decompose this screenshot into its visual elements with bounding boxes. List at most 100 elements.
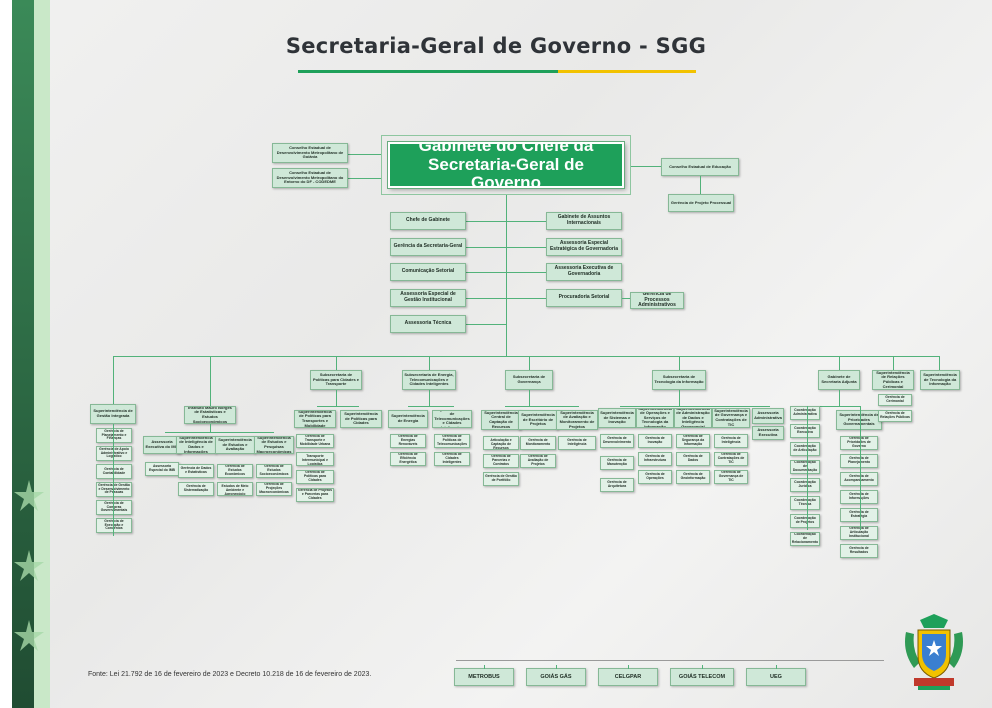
left-stripe-light: [34, 0, 50, 708]
gestao-subunit: Gerência de Execução e Convênios: [96, 518, 132, 533]
cidades-subunit: Gerência de Transporte e Mobilidade Urba…: [296, 434, 334, 448]
adjunta-subunit: Gerência de Acompanhamento: [840, 472, 878, 486]
governanca-subunit: Gerência de Parcerias e Contratos: [483, 454, 519, 468]
ti-superintendency: Superintendência de Operações e Serviços…: [636, 408, 674, 428]
energia-subunit: Gerência de Energias Renováveis: [390, 434, 426, 448]
sector-attorney-box: Procuradoria Setorial: [546, 289, 622, 307]
ti-subunit: Gerência de Infraestrutura: [638, 452, 672, 466]
governanca-subunit: Gerência de Inteligência: [558, 436, 596, 450]
procedural-project-management-box: Gerência de Projeto Processual: [668, 194, 734, 212]
company-celgpar: CELGPAR: [598, 665, 658, 686]
ti-subunit: Gerência de Arquitetura: [600, 478, 634, 492]
gestao-subunit: Gerência de Apoio Administrativo e Logís…: [96, 446, 132, 461]
ti-subunit: Gerência de Geoinformação: [676, 470, 710, 484]
rp-subunit: Gerência de Cerimonial: [878, 394, 912, 406]
rp-subunit: Gerência de Relações Públicas: [878, 410, 912, 422]
company-goias-telecom: GOIÁS TELECOM: [670, 665, 734, 686]
chief-office-box: Gabinete do Chefe da Secretaria-Geral de…: [388, 142, 624, 188]
ti-subunit: Gerência de Manutenção: [600, 456, 634, 470]
unit-energia-telecom: Subsecretaria de Energia, Telecomunicaçõ…: [402, 370, 456, 390]
adjunta-coordination: Coordenação de Projetos: [790, 514, 820, 528]
source-note: Fonte: Lei 21.792 de 16 de fevereiro de …: [88, 671, 372, 678]
governanca-subunit: Gerência de Gestão de Portfólio: [483, 472, 519, 486]
executive-advisory-box: Assessoria Executiva de Governadoria: [546, 263, 622, 281]
adjunta-subunit: Gerência de Planejamento: [840, 454, 878, 468]
adjunta-subunit: Gerência de Estratégia: [840, 508, 878, 522]
adjunta-subunit: Gerência de Informações: [840, 490, 878, 504]
governanca-superintendency: Superintendência de Escritório de Projet…: [518, 410, 558, 430]
imb-subunit: Gerência de Estudos Socioeconômicos: [256, 464, 292, 478]
adjunta-subunit: Gerência de Resultados: [840, 544, 878, 558]
adjunta-coordination: Coordenação Administrativa: [790, 406, 820, 420]
ti-subunit: Gerência de Operações: [638, 470, 672, 484]
ti-subunit: Gerência de Contratações de TIC: [714, 452, 748, 466]
unit-cidades-transporte: Subsecretaria de Políticas para Cidades …: [310, 370, 362, 390]
company-metrobus: METROBUS: [454, 665, 514, 686]
imb-macro-superintendency: Superintendência de Estudos e Pesquisas …: [254, 436, 294, 454]
international-affairs-box: Gabinete de Assuntos Internacionais: [546, 212, 622, 230]
adjunta-coordination: Coordenação de Relacionamento: [790, 532, 820, 546]
ti-superintendency: Superintendência de Administração de Dad…: [674, 408, 712, 428]
energia-superintendency: Superintendência de Energia: [388, 410, 428, 428]
unit-tecnologia-informacao: Subsecretaria de Tecnologia da Informaçã…: [652, 370, 706, 390]
unit-imb: Instituto Mauro Borges de Estatísticas e…: [184, 406, 236, 424]
star-decoration-icon: [14, 480, 44, 651]
goias-coat-of-arms-icon: [905, 614, 963, 690]
governanca-subunit: Gerência de Monitoramento: [520, 436, 556, 450]
cidades-superintendency: Superintendência de Políticas para Cidad…: [340, 410, 382, 428]
chief-office-frame: [381, 135, 631, 195]
gestao-subunit: Gerência de Planejamento e Finanças: [96, 428, 132, 443]
unit-gestao-integrada: Superintendência de Gestão Integrada: [90, 404, 136, 424]
energia-subunit: Gerência de Políticas de Telecomunicaçõe…: [434, 434, 470, 448]
ti-subunit: Gerência de Inteligência: [714, 434, 748, 448]
page-title: Secretaria-Geral de Governo - SGG: [285, 34, 707, 58]
adjunta-coordination: Coordenação de Articulação: [790, 442, 820, 456]
ti-superintendency: Superintendência de Sistemas e Inovação: [598, 408, 636, 428]
chief-of-staff-box: Chefe de Gabinete: [390, 212, 466, 230]
energia-subunit: Gerência de Eficiência Energética: [390, 452, 426, 466]
unit-secretaria-adjunta: Gabinete de Secretaria Adjunta: [818, 370, 860, 390]
cidades-subunit: Gerência de Transporte Intermunicipal e …: [296, 452, 334, 466]
governanca-subunit: Gerência de Articulação e Captação de Re…: [483, 436, 519, 450]
cidades-subunit: Gerência de Projetos e Parcerias para Ci…: [296, 488, 334, 502]
energia-subunit: Gerência de Cidades Inteligentes: [434, 452, 470, 466]
ti-subunit: Gerência de Segurança da Informação: [676, 434, 710, 448]
general-secretariat-management-box: Gerência da Secretaria-Geral: [390, 238, 466, 256]
ti-subunit: Gerência de Governança de TIC: [714, 470, 748, 484]
ti-superintendency: Superintendência de Governança e Contrat…: [712, 408, 750, 428]
imb-subunit: Gerência de Estudos de Meio Ambiente e A…: [217, 482, 253, 496]
title-underline-yellow: [558, 70, 696, 73]
adjunta-coordination: Coordenação Executiva: [790, 424, 820, 438]
institutional-management-advisory-box: Assessoria Especial de Gestão Institucio…: [390, 289, 466, 307]
title-underline-green: [298, 70, 558, 73]
company-goias-gas: GOIÁS GÁS: [526, 665, 586, 686]
metropolitan-council-entorno-box: Conselho Estadual de Desenvolvimento Met…: [272, 168, 348, 188]
governanca-superintendency: Superintendência Central de Captação de …: [481, 410, 521, 430]
imb-subunit: Gerência de Dados e Estatísticas: [178, 464, 214, 478]
sector-communication-box: Comunicação Setorial: [390, 263, 466, 281]
ti-administrative-advisory: Assessoria Administrativa: [752, 408, 784, 424]
left-border-white: [0, 0, 12, 708]
adjunta-subunit: Gerência de Articulação Institucional: [840, 526, 878, 540]
cidades-superintendency: Superintendência de Políticas para Trans…: [294, 410, 336, 428]
governanca-superintendency: Superintendência de Avaliação e Monitora…: [556, 410, 598, 430]
ti-executive-advisory: Assessoria Executiva: [752, 426, 784, 440]
gestao-subunit: Gerência de Gestão e Desenvolvimento de …: [96, 482, 132, 497]
adjunta-priorities-superintendency: Superintendência de Prioridades Governam…: [836, 410, 882, 430]
unit-relacoes-publicas: Superintendência de Relações Públicas e …: [872, 370, 914, 390]
footer-rule: [456, 660, 884, 661]
technical-advisory-box: Assessoria Técnica: [390, 315, 466, 333]
company-ueg: UEG: [746, 665, 806, 686]
ti-subunit: Gerência de Desenvolvimento: [600, 434, 634, 448]
imb-studies-superintendency: Superintendência de Estudos e Avaliação: [215, 436, 255, 454]
ti-subunit: Gerência de Dados: [676, 452, 710, 466]
unit-governanca: Subsecretaria de Governança: [505, 370, 553, 390]
education-council-box: Conselho Estadual de Educação: [661, 158, 739, 176]
metropolitan-council-goiania-box: Conselho Estadual de Desenvolvimento Met…: [272, 143, 348, 163]
imb-subunit: Gerência de Projeções Macroeconômicas: [256, 482, 292, 496]
governanca-subunit: Gerência de Avaliação de Projetos: [520, 454, 556, 468]
gestao-subunit: Gerência de Compras Governamentais: [96, 500, 132, 515]
adjunta-coordination: Coordenação Jurídica: [790, 478, 820, 492]
left-stripe-dark: [12, 0, 34, 708]
imb-subunit: Assessoria Especial do IMB: [145, 462, 179, 476]
